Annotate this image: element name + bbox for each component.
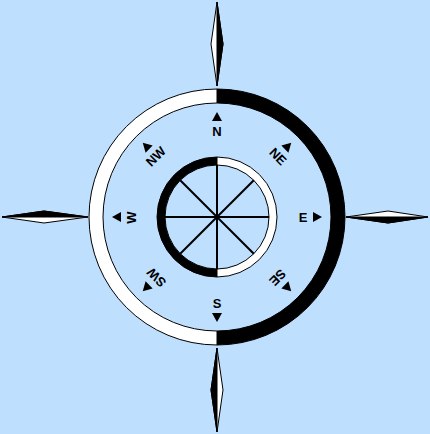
direction-label: N (212, 125, 221, 138)
direction-label: W (125, 211, 138, 223)
spokes (165, 165, 269, 269)
direction-label: E (299, 211, 308, 224)
direction-arrows (112, 112, 322, 322)
direction-label: S (213, 297, 222, 310)
